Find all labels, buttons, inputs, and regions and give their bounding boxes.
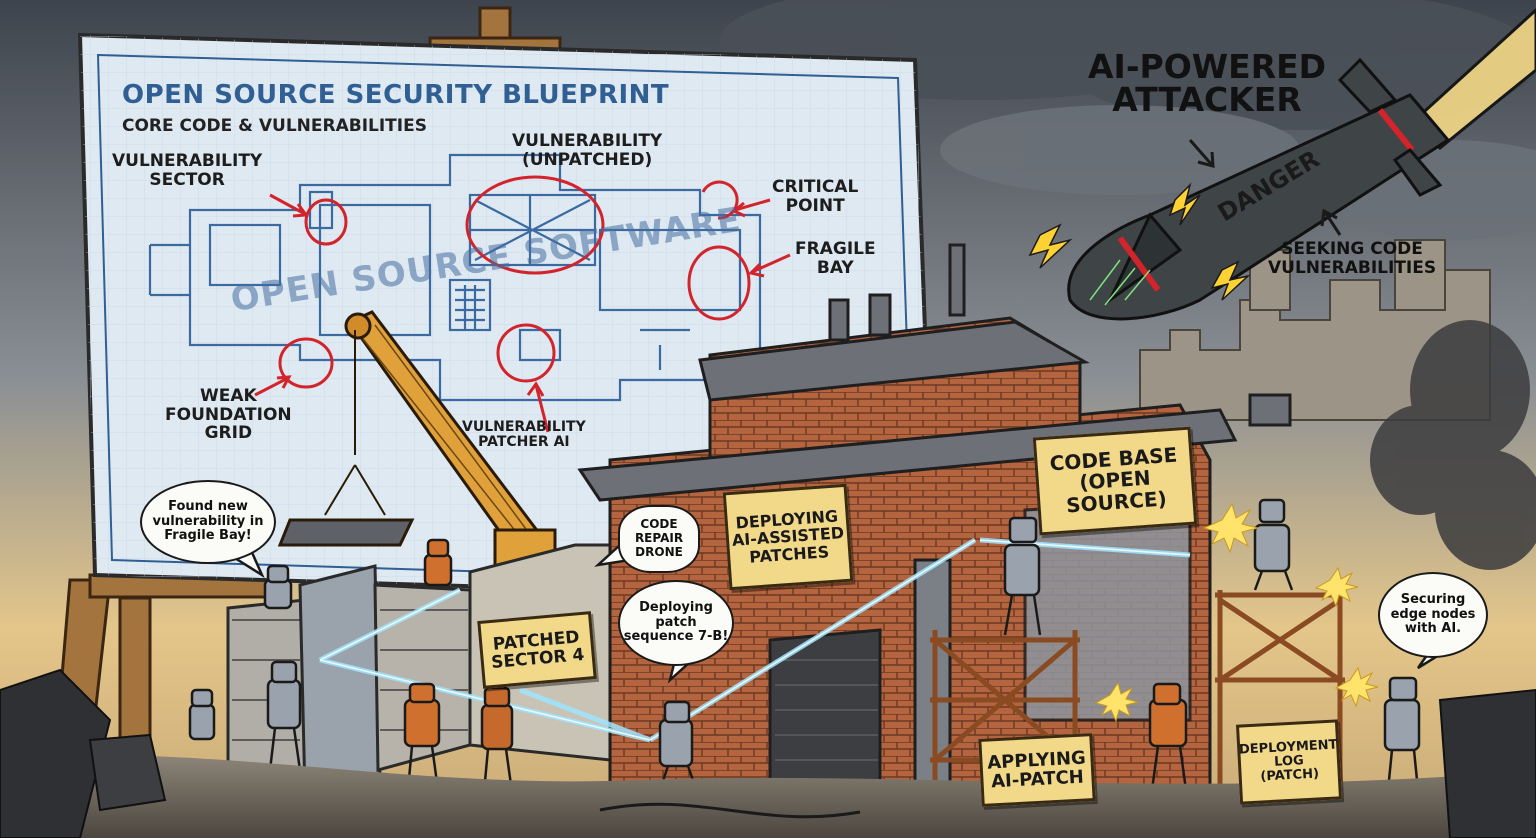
attacker-arrows — [1188, 139, 1342, 236]
label-critical-point: CRITICAL POINT — [772, 177, 859, 216]
attacker-missile — [1067, 7, 1536, 321]
sign-deployment-log: DEPLOYMENT LOG (PATCH) — [1235, 719, 1343, 805]
label-weak-foundation-grid: WEAK FOUNDATION GRID — [165, 386, 292, 444]
bubble-securing-edge-nodes: Securing edge nodes with AI. — [1378, 572, 1488, 658]
sign-patched-sector: PATCHED SECTOR 4 — [477, 611, 597, 689]
sign-applying-patch: APPLYING AI-PATCH — [978, 733, 1096, 807]
label-fragile-bay: FRAGILE BAY — [795, 239, 876, 278]
debris-left — [0, 668, 167, 838]
blueprint-subtitle: CORE CODE & VULNERABILITIES — [122, 116, 427, 136]
lightning-bolts — [1028, 182, 1251, 301]
blueprint-title: OPEN SOURCE SECURITY BLUEPRINT — [122, 80, 670, 110]
sign-deploying-patches: DEPLOYING AI-ASSISTED PATCHES — [722, 483, 854, 591]
bubble-deploying-patch-sequence: Deploying patch sequence 7-B! — [618, 580, 734, 666]
sign-code-base: CODE BASE (OPEN SOURCE) — [1032, 426, 1198, 536]
welding-sparks — [1094, 502, 1379, 723]
power-cable — [599, 802, 861, 819]
attacker-seeking-label: SEEKING CODE VULNERABILITIES — [1268, 239, 1437, 278]
debris-right — [1438, 688, 1536, 838]
ground-rubble — [0, 755, 1536, 838]
robot-workers — [188, 498, 1421, 806]
attacker-title: AI-POWERED ATTACKER — [1088, 47, 1327, 119]
label-vulnerability-sector: VULNERABILITY SECTOR — [112, 151, 263, 190]
annotation-circles — [278, 175, 751, 389]
distant-fortress — [1139, 239, 1491, 421]
annotation-arrows — [254, 193, 791, 433]
label-vulnerability-unpatched: VULNERABILITY (UNPATCHED) — [512, 131, 663, 170]
bubble-found-vulnerability: Found new vulnerability in Fragile Bay! — [140, 480, 276, 564]
label-vulnerability-patcher-ai: VULNERABILITY PATCHER AI — [462, 419, 586, 451]
bubble-code-repair-drone: CODE REPAIR DRONE — [618, 505, 700, 573]
smoke-plume — [1370, 320, 1536, 570]
